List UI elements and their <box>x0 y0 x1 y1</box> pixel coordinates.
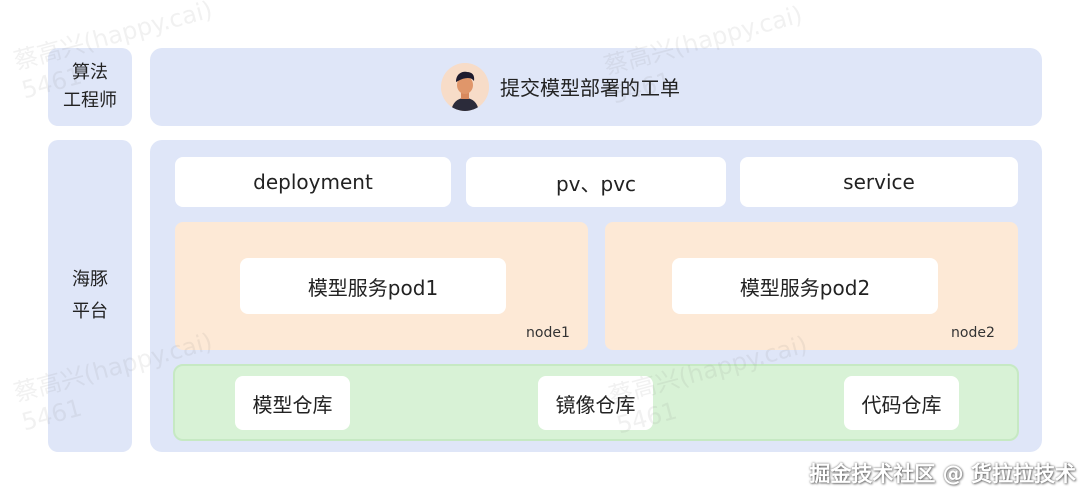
role-platform-line2: 平台 <box>72 301 108 322</box>
engineer-action-panel <box>150 48 1042 126</box>
k8s-resource-service: service <box>740 157 1018 207</box>
role-platform-line1: 海豚 <box>72 269 108 290</box>
pod-tile-2: 模型服务pod2 <box>672 258 938 314</box>
engineer-action-text: 提交模型部署的工单 <box>500 76 680 100</box>
role-algorithm-engineer: 算法 工程师 <box>48 48 132 126</box>
k8s-resource-deployment: deployment <box>175 157 451 207</box>
person-avatar-icon <box>441 63 489 111</box>
storage-image-repo: 镜像仓库 <box>538 376 653 430</box>
role-engineer-line2: 工程师 <box>63 90 117 111</box>
role-dolphin-platform: 海豚 平台 <box>48 140 132 452</box>
role-engineer-line1: 算法 <box>72 62 108 83</box>
node-label-1: node1 <box>526 325 570 341</box>
storage-model-repo: 模型仓库 <box>235 376 350 430</box>
storage-code-repo: 代码仓库 <box>844 376 959 430</box>
pod-tile-1: 模型服务pod1 <box>240 258 506 314</box>
node-label-2: node2 <box>951 325 995 341</box>
footer-credit: 掘金技术社区 @ 货拉拉技术 <box>809 462 1076 486</box>
k8s-resource-pv-pvc: pv、pvc <box>466 157 726 207</box>
